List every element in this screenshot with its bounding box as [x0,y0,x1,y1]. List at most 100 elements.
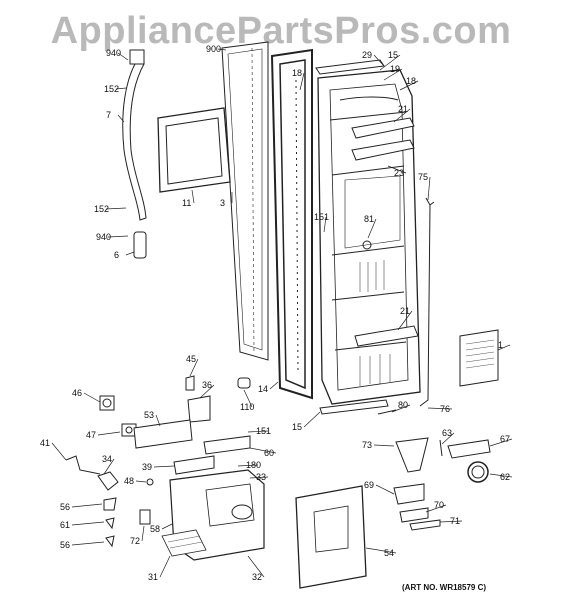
leader-line-31 [159,555,171,578]
switch-110 [237,377,251,389]
leader-line-14 [269,381,279,390]
funnel-73 [395,437,429,473]
leader-line-58 [161,523,173,530]
leader-line-72 [141,525,145,542]
leader-line-48 [135,480,147,483]
harness-34 [97,471,119,491]
callout-45: 45 [186,354,196,364]
solenoid-36 [187,395,211,423]
door-liner [317,69,421,405]
callout-56b: 56 [60,540,70,550]
part-56-lower [105,535,115,548]
callout-19: 19 [390,64,400,74]
callout-152b: 152 [94,204,109,214]
leader-line-73 [373,444,395,447]
leader-line-152a [115,87,127,90]
leader-line-18b [399,80,419,91]
leader-line-19 [383,68,403,81]
callout-18a: 18 [292,68,302,78]
leader-line-21b [397,310,413,331]
leader-line-32 [247,555,265,578]
part-80 [377,409,397,415]
callout-56a: 56 [60,502,70,512]
callout-61: 61 [60,520,70,530]
callout-47: 47 [86,430,96,440]
leader-line-6 [125,251,135,256]
callout-75: 75 [418,172,428,182]
part-61 [105,517,115,530]
door-gasket [270,48,313,400]
callout-62: 62 [500,472,510,482]
callout-900: 900 [206,44,221,54]
callout-29: 29 [362,50,372,60]
callout-33: 33 [256,472,266,482]
callout-73: 73 [362,440,372,450]
part-71 [409,519,441,531]
callout-940a: 940 [106,48,121,58]
callout-39: 39 [142,462,152,472]
leader-line-33 [249,476,269,479]
callout-7: 7 [106,110,111,120]
callout-32: 32 [252,572,262,582]
leader-line-81 [367,218,377,239]
callout-940b: 940 [96,232,111,242]
leader-line-76 [427,407,453,410]
plate-39 [173,455,215,475]
callout-180: 180 [246,460,261,470]
leader-line-56b [71,541,105,546]
callout-70: 70 [434,500,444,510]
leader-line-46 [83,392,101,403]
leader-line-70 [425,504,447,513]
leader-line-67 [489,438,513,447]
actuator-45 [185,375,195,391]
leader-line-61 [71,521,105,526]
callout-15a: 15 [388,50,398,60]
callout-48: 48 [124,476,134,486]
callout-18b: 18 [406,76,416,86]
leader-line-151b [247,430,269,433]
leader-line-69 [375,484,395,495]
art-number: (ART NO. WR18579 C) [402,583,487,592]
callout-110: 110 [240,402,254,412]
leader-line-36 [199,384,215,399]
leader-line-41 [51,442,67,461]
callout-81: 81 [364,214,374,224]
callout-54: 54 [384,548,394,558]
leader-line-53 [155,414,161,427]
callout-151a: 151 [314,212,329,222]
callout-15b: 15 [292,422,302,432]
callout-60: 60 [264,448,274,458]
water-tube [419,197,435,407]
instruction-sheet [459,329,499,387]
callout-151b: 151 [256,426,271,436]
door-shelf-upper [351,117,415,161]
callout-63: 63 [442,428,452,438]
top-trim [315,59,385,75]
callout-14: 14 [258,384,268,394]
panel-53 [133,419,193,449]
callout-69: 69 [364,480,374,490]
door-outer-panel [221,41,269,361]
leader-line-34 [103,458,115,475]
harness-41 [65,455,101,475]
callout-67: 67 [500,434,510,444]
watermark: AppliancePartsPros.com [50,10,512,52]
callout-21a: 21 [398,104,408,114]
door-handle [122,49,147,259]
callout-34: 34 [102,454,112,464]
leader-line-47 [97,431,121,436]
leader-line-63 [441,432,455,445]
leader-line-152b [105,207,127,210]
switch-47 [121,423,137,437]
callout-21b: 21 [400,306,410,316]
door-shelf-lower [354,325,419,347]
callout-1: 1 [498,340,503,350]
leader-line-71 [439,520,463,523]
leader-line-1 [497,344,511,351]
leader-line-75 [427,176,431,201]
bracket-60 [203,435,251,455]
callout-71: 71 [450,516,460,526]
leader-line-39 [153,465,175,468]
